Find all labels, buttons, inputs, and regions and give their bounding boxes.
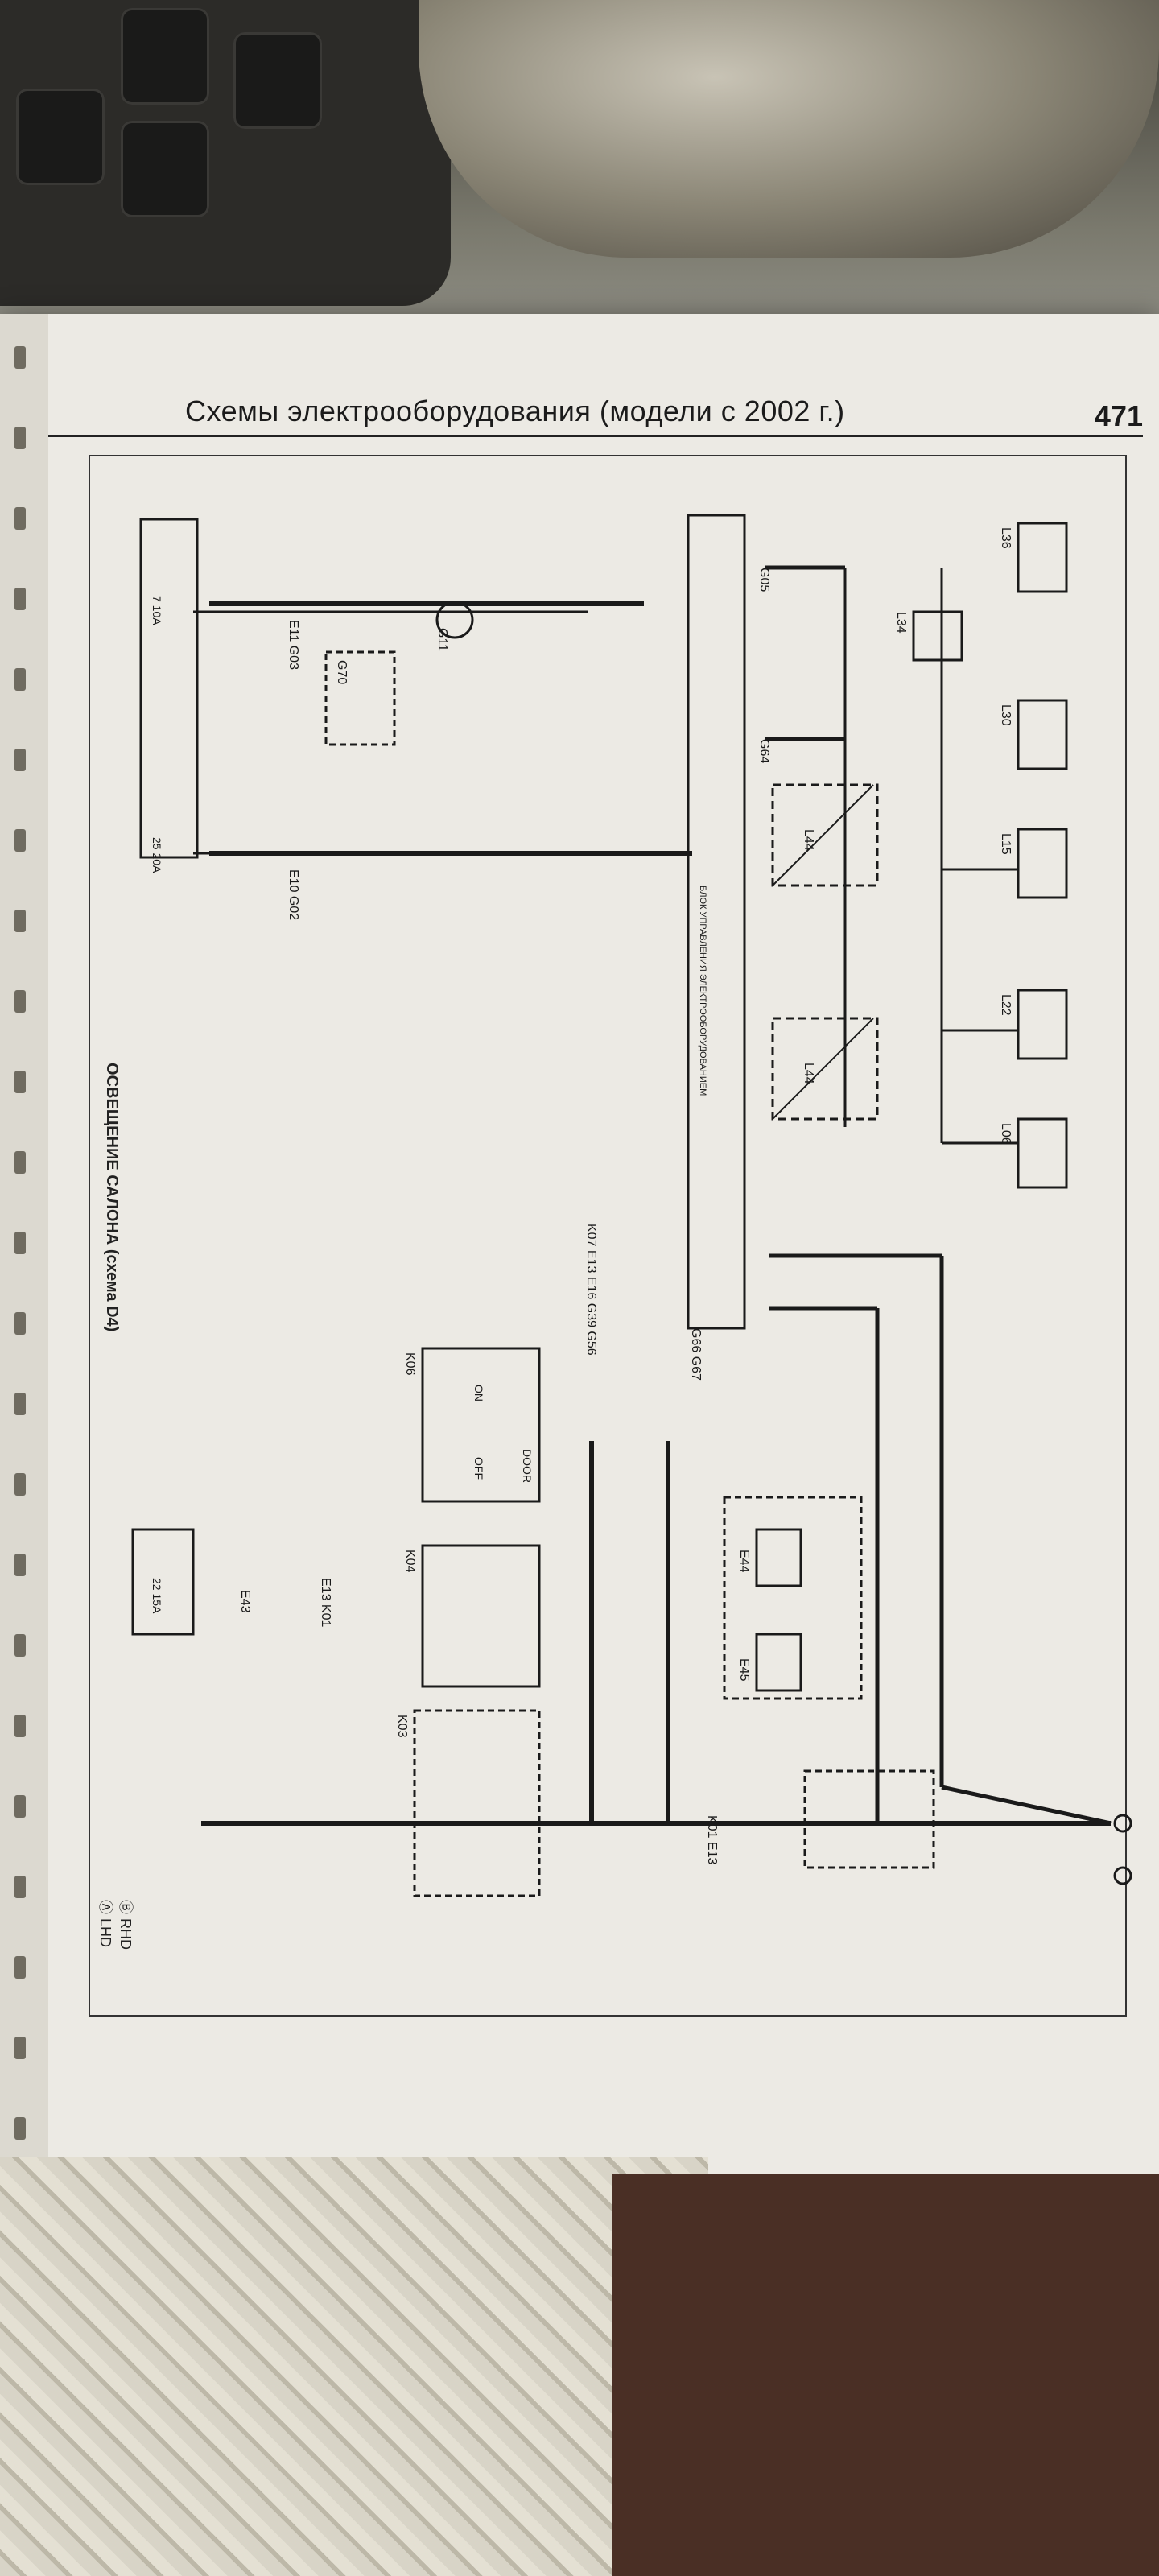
svg-text:G11: G11 xyxy=(435,628,449,651)
diagram-frame xyxy=(89,455,1127,2017)
svg-text:E43: E43 xyxy=(238,1590,252,1613)
fuse-block-top xyxy=(139,518,199,859)
svg-text:E11 G03: E11 G03 xyxy=(287,620,300,670)
glass-jar xyxy=(419,0,1159,258)
svg-text:K01 E13: K01 E13 xyxy=(705,1815,719,1864)
svg-text:L44: L44 xyxy=(802,829,815,851)
fuse-25-label: 25 20A xyxy=(151,837,163,873)
dark-surface xyxy=(612,2174,1159,2576)
svg-text:K04: K04 xyxy=(403,1550,417,1573)
ecu-box xyxy=(687,514,746,1330)
page-number: 471 xyxy=(1094,399,1143,432)
svg-text:L06: L06 xyxy=(999,1123,1013,1145)
fuse-7-label: 7 10A xyxy=(151,596,163,625)
svg-text:БЛОК УПРАВЛЕНИЯ ЭЛЕКТРООБОРУДО: БЛОК УПРАВЛЕНИЯ ЭЛЕКТРООБОРУДОВАНИЕМ xyxy=(698,886,707,1096)
spiral-binding xyxy=(0,314,48,2182)
svg-text:L36: L36 xyxy=(999,527,1013,549)
page-header: Схемы электрооборудования (модели с 2002… xyxy=(185,394,1151,435)
svg-text:E44: E44 xyxy=(737,1550,751,1573)
svg-text:G64: G64 xyxy=(757,739,771,763)
switch-door-label: DOOR xyxy=(521,1449,534,1483)
page-header-title: Схемы электрооборудования (модели с 2002… xyxy=(185,394,845,427)
switch-on-label: ON xyxy=(472,1385,485,1402)
keyboard xyxy=(0,0,451,306)
svg-text:G05: G05 xyxy=(757,568,771,592)
fuse-22-label: 22 15A xyxy=(151,1578,163,1614)
svg-text:K06: K06 xyxy=(403,1352,417,1376)
svg-text:L34: L34 xyxy=(894,612,908,634)
svg-text:L15: L15 xyxy=(999,833,1013,855)
svg-text:E13 K01: E13 K01 xyxy=(319,1578,332,1627)
svg-text:L30: L30 xyxy=(999,704,1013,726)
book-page xyxy=(0,314,1159,2182)
fuse-block-bottom xyxy=(131,1528,195,1636)
switch-off-label: OFF xyxy=(472,1457,485,1480)
svg-text:L44: L44 xyxy=(802,1063,815,1084)
svg-text:L22: L22 xyxy=(999,994,1013,1016)
svg-text:G70: G70 xyxy=(335,660,349,684)
svg-text:K03: K03 xyxy=(395,1715,409,1738)
svg-text:E45: E45 xyxy=(737,1658,751,1682)
svg-text:E10 G02: E10 G02 xyxy=(287,869,300,920)
svg-text:G66 G67: G66 G67 xyxy=(689,1328,703,1381)
svg-text:K07 E13 E16 G39 G56: K07 E13 E16 G39 G56 xyxy=(584,1224,598,1356)
patterned-cloth xyxy=(0,2157,708,2576)
header-rule xyxy=(48,435,1143,437)
